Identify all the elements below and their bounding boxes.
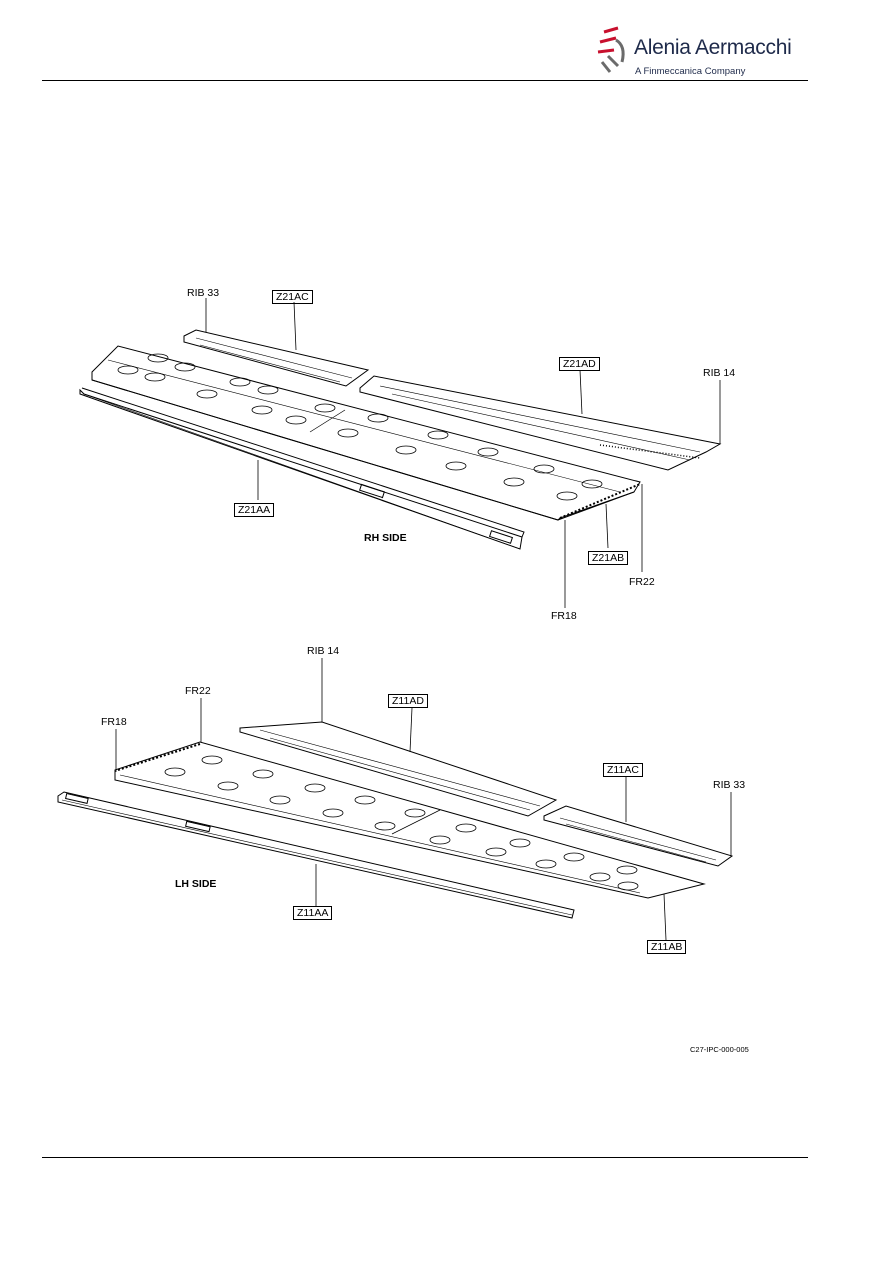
rh-label-rib33: RIB 33 — [187, 287, 220, 299]
rh-inboard-panel — [359, 375, 722, 471]
lh-side-label: LH SIDE — [175, 878, 217, 890]
lh-label-z11ad: Z11AD — [388, 694, 428, 708]
rh-leading-edge-tube — [79, 387, 525, 550]
header-rule — [42, 80, 808, 81]
lh-label-z11ac: Z11AC — [603, 763, 643, 777]
company-name: Alenia Aermacchi — [634, 36, 792, 59]
logo-mark-icon — [597, 26, 625, 73]
rh-label-rib14: RIB 14 — [703, 367, 736, 379]
rh-label-fr18: FR18 — [551, 610, 577, 622]
rh-side-label: RH SIDE — [364, 532, 407, 544]
rh-main-wing-panel — [91, 345, 641, 521]
lh-label-fr18: FR18 — [101, 716, 127, 728]
lh-label-fr22: FR22 — [185, 685, 211, 697]
lh-label-z11aa: Z11AA — [293, 906, 333, 920]
lh-label-z11ab: Z11AB — [647, 940, 687, 954]
rh-label-z21ad: Z21AD — [559, 357, 600, 371]
lh-tip-panel — [543, 805, 734, 867]
lh-main-wing-panel — [114, 741, 706, 899]
leader-lines — [115, 298, 732, 941]
rh-label-z21ac: Z21AC — [272, 290, 313, 304]
lh-label-rib14: RIB 14 — [307, 645, 340, 657]
lh-label-rib33: RIB 33 — [713, 779, 746, 791]
figure-reference: C27-IPC-000-005 — [690, 1045, 749, 1054]
company-logo: Alenia Aermacchi A Finmeccanica Company — [596, 26, 796, 82]
rh-label-z21aa: Z21AA — [234, 503, 275, 517]
lh-inboard-panel — [239, 721, 558, 817]
rh-label-z21ab: Z21AB — [588, 551, 629, 565]
rh-label-fr22: FR22 — [629, 576, 655, 588]
company-tagline: A Finmeccanica Company — [635, 66, 746, 77]
footer-rule — [42, 1157, 808, 1158]
rh-tip-panel — [183, 329, 370, 387]
lh-leading-edge-tube — [57, 791, 575, 919]
